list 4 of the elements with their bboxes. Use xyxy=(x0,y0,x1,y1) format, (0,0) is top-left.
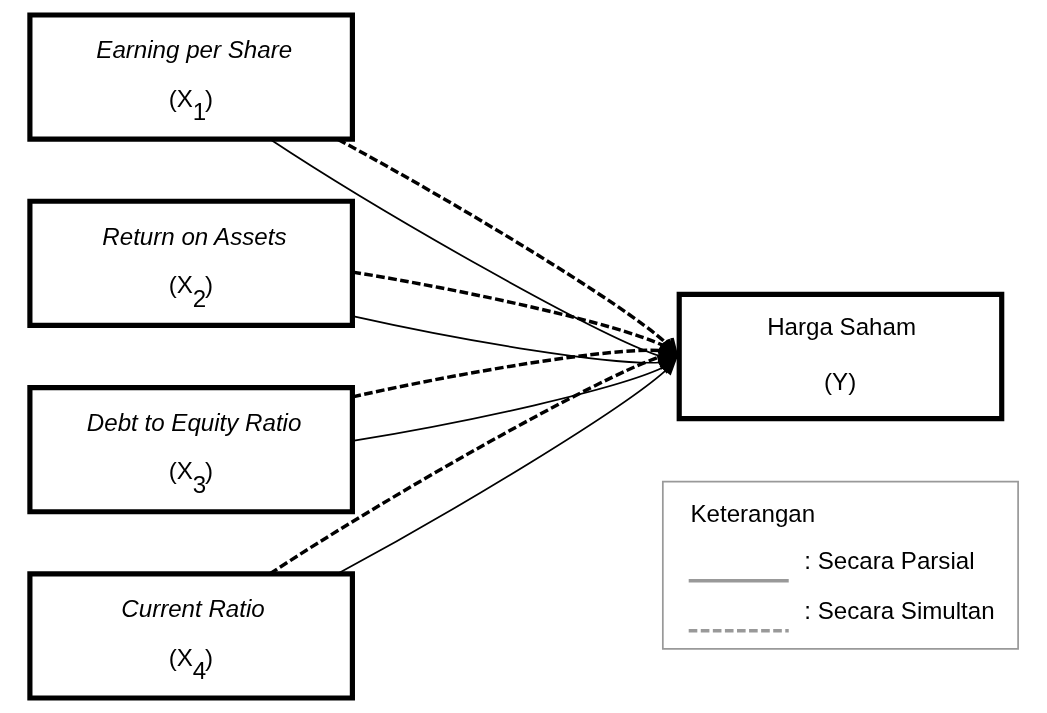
label: Keterangan xyxy=(689,500,815,528)
legend-label: : Secara Parsial xyxy=(803,546,975,574)
node-box: Harga Saham (Y) xyxy=(676,291,1004,422)
legend-label: : Secara Simultan xyxy=(803,596,995,624)
